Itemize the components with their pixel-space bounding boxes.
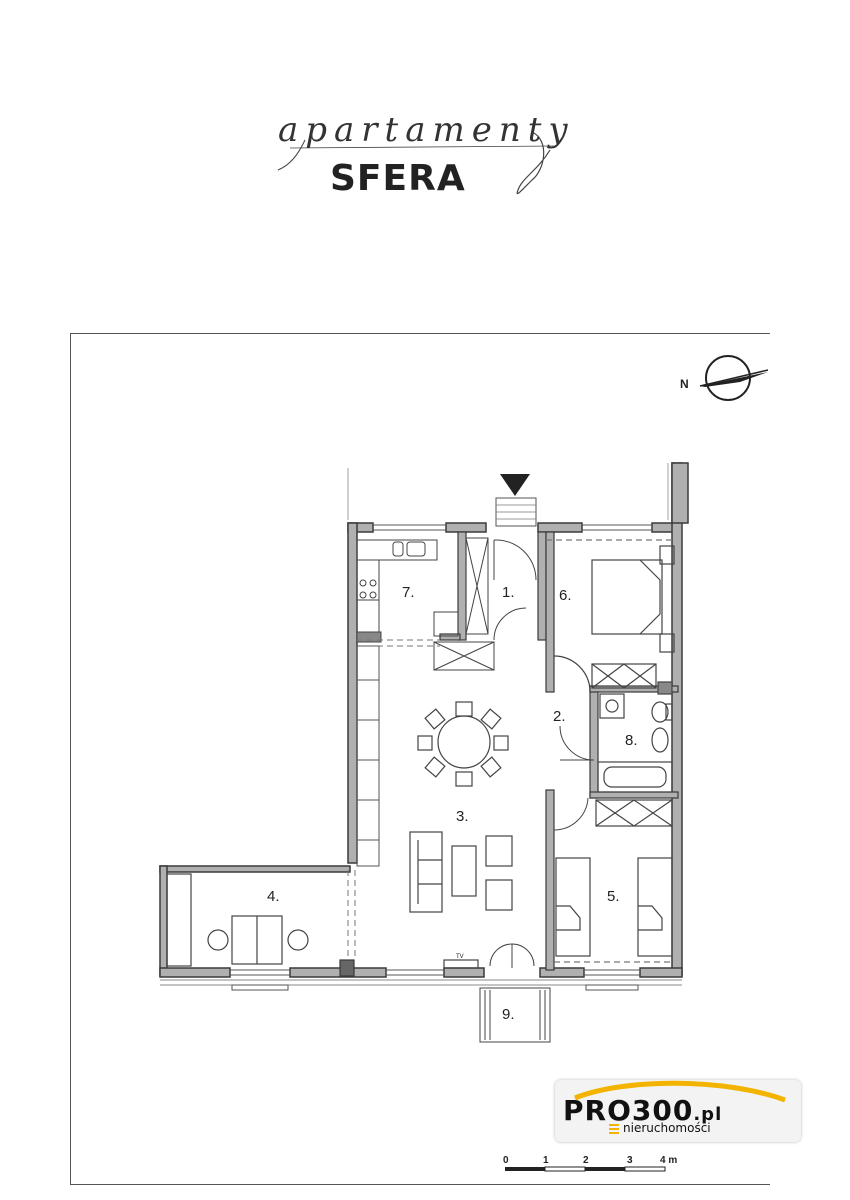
brand-name: SFERA	[330, 158, 466, 199]
brand-swash-icon	[277, 131, 556, 195]
tv-label: TV	[456, 954, 464, 960]
scale-tick-4: 4 m	[660, 1155, 677, 1166]
room-4-label: 4.	[267, 888, 280, 905]
room-6-label: 6.	[559, 587, 572, 604]
closet	[433, 537, 537, 671]
room-5-label: 5.	[607, 888, 620, 905]
terrace-steps	[479, 943, 551, 1043]
sofa-set	[409, 831, 513, 969]
scale-tick-1: 1	[543, 1155, 549, 1166]
entrance-steps	[495, 497, 537, 527]
room-3-label: 3.	[456, 808, 469, 825]
agency-bars-icon	[609, 1124, 619, 1136]
terrace-furniture	[166, 873, 309, 967]
compass-north-label: N	[680, 377, 689, 391]
room-1-label: 1.	[502, 584, 515, 601]
agency-subtitle: nieruchomości	[623, 1121, 711, 1135]
scale-tick-0: 0	[503, 1155, 509, 1166]
entrance-arrow-icon	[500, 474, 530, 496]
interior-walls	[339, 531, 679, 977]
bedroom-6-furniture	[546, 539, 675, 695]
kitchen-furniture	[356, 539, 459, 643]
room-7-label: 7.	[402, 584, 415, 601]
dining-table	[417, 701, 509, 787]
room-9-label: 9.	[502, 1006, 515, 1023]
room-8-label: 8.	[625, 732, 638, 749]
agency-logo-swoosh-icon	[574, 1080, 786, 1103]
room-2-label: 2.	[553, 708, 566, 725]
plan-frame	[70, 333, 770, 1185]
scale-bar	[505, 1166, 666, 1172]
agency-logo: PRO300.pl nieruchomości	[555, 1080, 801, 1142]
agency-name: PRO300.pl	[563, 1094, 723, 1127]
compass-icon	[699, 355, 769, 401]
built-in-shelving	[356, 645, 380, 867]
brand-logo: apartamenty SFERA	[270, 110, 570, 210]
bathroom-fixtures	[597, 693, 673, 793]
scale-tick-3: 3	[627, 1155, 633, 1166]
bedroom-5-furniture	[554, 799, 673, 963]
scale-tick-2: 2	[583, 1155, 589, 1166]
brand-script-text: apartamenty	[278, 110, 575, 150]
windows	[160, 524, 682, 991]
